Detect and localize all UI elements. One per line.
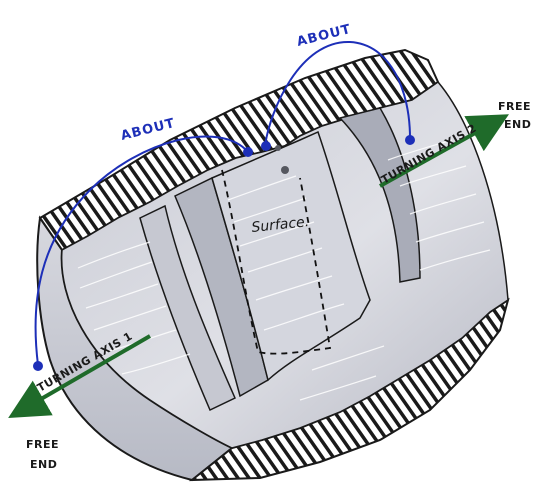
free-end-right-line2: END — [504, 118, 531, 131]
turning-axis-1-arrow — [8, 334, 152, 419]
surface-dashed-outline — [221, 169, 332, 355]
free-end-left-line1: FREE — [26, 438, 59, 451]
free-end-right-line1: FREE — [498, 100, 531, 113]
about-label-2: ABOUT — [295, 22, 352, 50]
about-anchor-dot — [33, 361, 43, 371]
surface-dot — [275, 145, 281, 151]
about-anchor-dot — [243, 147, 253, 157]
surface-dot — [281, 166, 289, 174]
left-ring — [139, 204, 236, 412]
about-anchor-dot — [405, 135, 415, 145]
right-bore-step — [338, 107, 421, 283]
about-1-curve — [34, 135, 249, 366]
surface-striations — [77, 139, 491, 401]
free-end-left-line2: END — [30, 458, 57, 471]
about-anchor-dot — [261, 141, 271, 151]
about-2-curve — [264, 40, 411, 147]
surface-label: Surface. — [251, 214, 310, 236]
turning-axis-2-arrow — [379, 114, 509, 188]
about-label-1: ABOUT — [119, 116, 176, 144]
surface-panel — [211, 130, 371, 382]
